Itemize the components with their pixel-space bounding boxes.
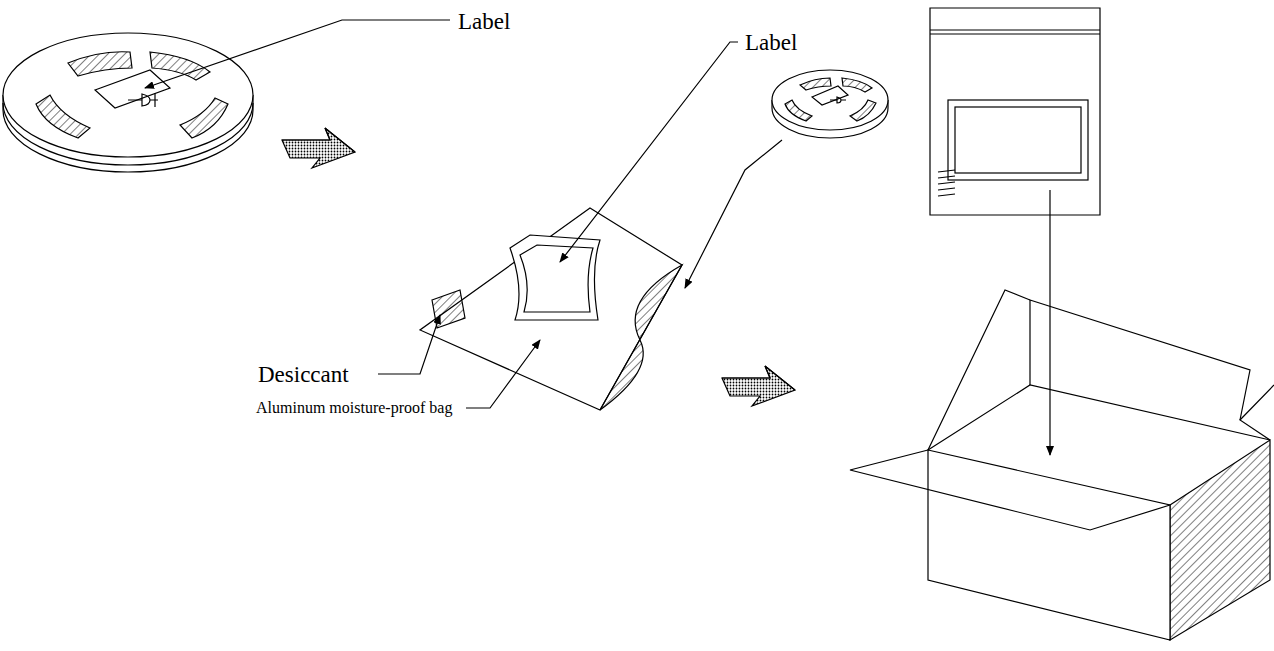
part-label: Label: [745, 31, 797, 54]
moisture-bag: [420, 208, 682, 410]
reel-large: [3, 33, 253, 172]
process-arrow: [282, 128, 355, 168]
part-label: Aluminum moisture-proof bag: [256, 400, 452, 416]
part-label: Label: [458, 10, 510, 33]
bag-standing: [930, 8, 1100, 455]
reel-small: [772, 70, 888, 138]
carton-box: [850, 290, 1274, 640]
process-arrow: [722, 366, 795, 406]
part-label: Desiccant: [258, 363, 349, 386]
leader-lines: [145, 20, 782, 408]
